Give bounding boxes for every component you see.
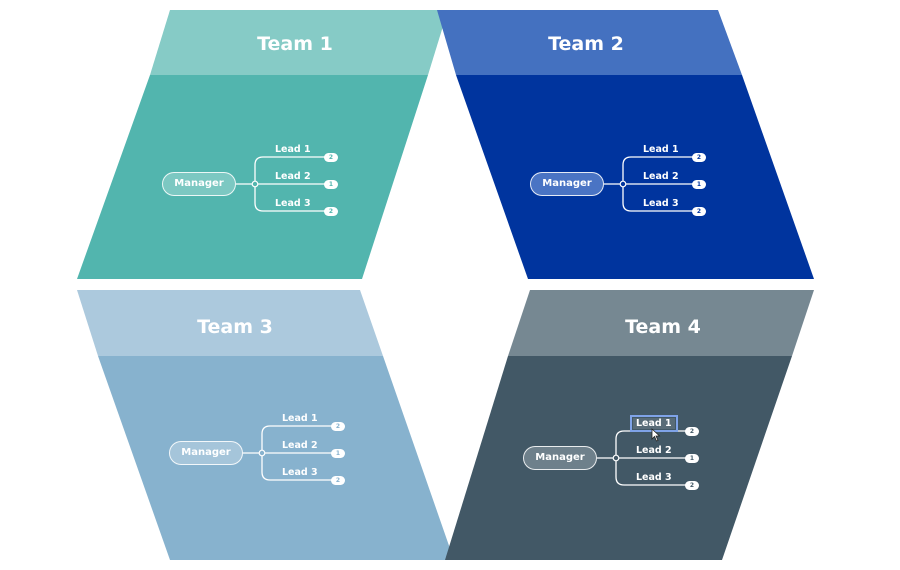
team3-body-shape[interactable]: [98, 356, 454, 560]
branch-junction[interactable]: [619, 180, 627, 188]
lead-node[interactable]: Lead 1: [282, 413, 318, 424]
lead-node[interactable]: Lead 3: [282, 467, 318, 478]
lead-node[interactable]: Lead 3: [643, 198, 679, 209]
branch-junction[interactable]: [612, 454, 620, 462]
lead-count-badge[interactable]: 2: [685, 426, 699, 436]
lead-count-badge[interactable]: 1: [331, 448, 345, 458]
lead-count-badge[interactable]: 2: [324, 152, 338, 162]
mouse-pointer-icon: [651, 428, 661, 442]
lead-node[interactable]: Lead 1: [275, 144, 311, 155]
manager-node[interactable]: Manager: [162, 172, 236, 196]
lead-branch: [254, 184, 332, 212]
lead-branch: [261, 425, 339, 453]
lead-branch: [615, 458, 693, 486]
lead-node[interactable]: Lead 1: [630, 415, 678, 432]
mindmap-connectors: [236, 156, 332, 212]
team2-title[interactable]: Team 2: [548, 33, 624, 55]
manager-node[interactable]: Manager: [530, 172, 604, 196]
lead-node[interactable]: Lead 2: [643, 171, 679, 182]
lead-node[interactable]: Lead 3: [275, 198, 311, 209]
team2-body-shape[interactable]: [456, 75, 814, 279]
lead-count-badge[interactable]: 1: [692, 179, 706, 189]
lead-branch: [622, 184, 700, 212]
lead-node[interactable]: Lead 2: [636, 445, 672, 456]
team2-header-shape[interactable]: [437, 10, 742, 75]
lead-node[interactable]: Lead 3: [636, 472, 672, 483]
lead-count-badge[interactable]: 2: [324, 206, 338, 216]
lead-node[interactable]: Lead 2: [282, 440, 318, 451]
branch-junction[interactable]: [258, 449, 266, 457]
lead-branch: [261, 453, 339, 481]
branch-junction[interactable]: [251, 180, 259, 188]
lead-count-badge[interactable]: 2: [692, 152, 706, 162]
lead-node[interactable]: Lead 2: [275, 171, 311, 182]
team1-body-shape[interactable]: [77, 75, 428, 279]
lead-count-badge[interactable]: 2: [331, 475, 345, 485]
mindmap-connectors: [597, 430, 693, 486]
lead-branch: [615, 430, 693, 458]
mindmap-connectors: [243, 425, 339, 481]
lead-count-badge[interactable]: 2: [685, 480, 699, 490]
lead-count-badge[interactable]: 1: [324, 179, 338, 189]
lead-count-badge[interactable]: 2: [692, 206, 706, 216]
manager-node[interactable]: Manager: [169, 441, 243, 465]
lead-count-badge[interactable]: 2: [331, 421, 345, 431]
team3-title[interactable]: Team 3: [197, 316, 273, 338]
manager-node[interactable]: Manager: [523, 446, 597, 470]
team1-header-shape[interactable]: [150, 10, 448, 75]
mindmap-connectors: [604, 156, 700, 212]
team3-header-shape[interactable]: [77, 290, 383, 356]
lead-branch: [254, 156, 332, 184]
team4-header-shape[interactable]: [508, 290, 814, 356]
team4-title[interactable]: Team 4: [625, 316, 701, 338]
lead-count-badge[interactable]: 1: [685, 453, 699, 463]
team1-title[interactable]: Team 1: [257, 33, 333, 55]
lead-branch: [622, 156, 700, 184]
lead-node[interactable]: Lead 1: [643, 144, 679, 155]
